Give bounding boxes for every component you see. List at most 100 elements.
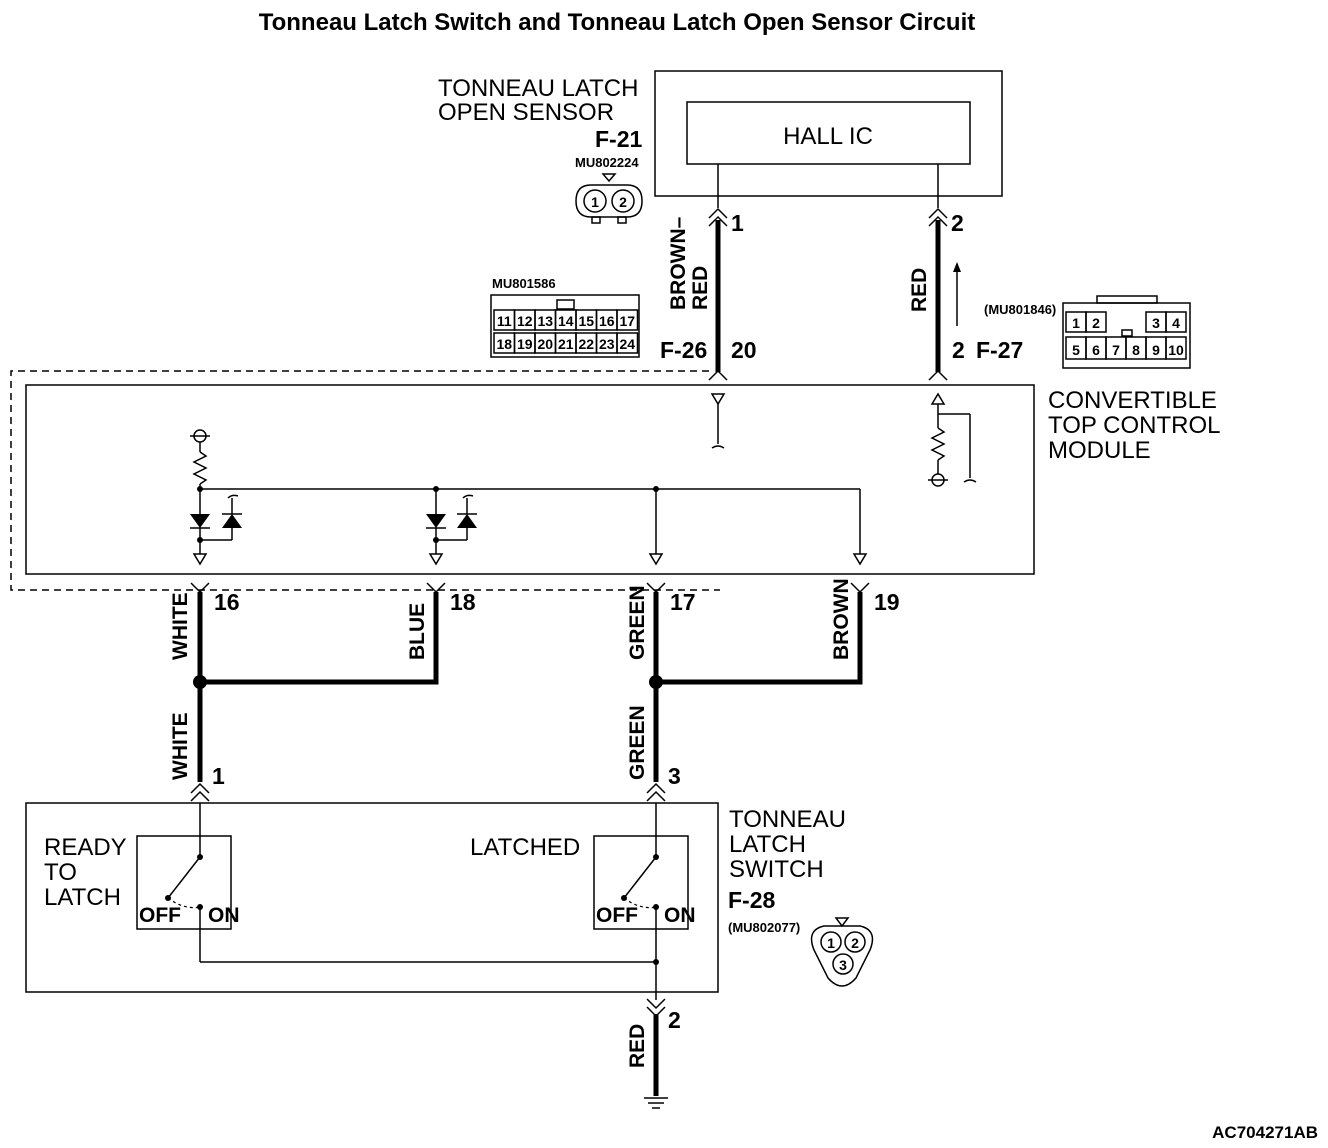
f27-pin-3: 3 [1152, 315, 1160, 331]
chevron-connector-icon [928, 207, 948, 227]
splice-point [649, 675, 663, 689]
module-pin-20: 20 [731, 337, 757, 363]
switch-name-line2: LATCH [729, 831, 806, 858]
switch-connector-id: F-28 [728, 887, 776, 913]
wire-label-red-bottom: RED [626, 1024, 649, 1068]
f26-pin-13: 13 [537, 313, 553, 329]
wire-label-green-b: GREEN [626, 705, 649, 780]
f26-pin-24: 24 [619, 336, 635, 352]
switch-plug-pin-2: 2 [851, 935, 859, 951]
figure-code: AC704271AB [1212, 1123, 1318, 1142]
f27-pin-1: 1 [1072, 315, 1080, 331]
connector-f26-part: MU801586 [492, 276, 556, 291]
switch-plug-pin-1: 1 [827, 935, 835, 951]
ready-label-line1: READY [44, 834, 127, 861]
resistor-icon [192, 451, 208, 485]
switch-pin-2: 2 [668, 1007, 681, 1033]
wire-label-red-top: RED [908, 268, 931, 312]
latched-label: LATCHED [470, 834, 580, 861]
module-box [25, 384, 1035, 575]
switch-b-off: OFF [596, 904, 638, 927]
module-pin-19: 19 [874, 589, 900, 615]
input-triangle-icon [648, 553, 664, 566]
f27-pin-10: 10 [1168, 342, 1184, 358]
switch-b-on: ON [664, 904, 696, 927]
f26-pin-24-cell [616, 332, 639, 354]
switch-a-off: OFF [139, 904, 181, 927]
f26-pin-21: 21 [558, 336, 574, 352]
chevron-connector-icon [646, 782, 666, 802]
sensor-pin-2: 2 [951, 210, 964, 236]
f27-pin-8: 8 [1132, 342, 1140, 358]
sensor-part-number: MU802224 [575, 155, 639, 170]
chevron-connector-icon [708, 207, 728, 227]
switch-plug-pin-3: 3 [839, 957, 847, 973]
switch-box [25, 802, 719, 993]
module-chevron-20 [708, 369, 728, 381]
latched-switch-icon: OFF ON [593, 803, 696, 1000]
hall-ic-box [686, 101, 971, 165]
switch-name-line1: TONNEAU [729, 806, 846, 833]
sensor-box [654, 70, 1003, 197]
switch-name-line3: SWITCH [729, 856, 824, 883]
module-dashed-outline [10, 370, 720, 591]
module-pin-17: 17 [670, 589, 696, 615]
switch-connector-icon: 1 2 3 [810, 917, 874, 987]
chevron-connector-icon [850, 582, 870, 594]
sensor-name-line1: TONNEAU LATCH [438, 75, 638, 102]
wire-label-white-b: WHITE [169, 712, 192, 780]
module-name-line3: MODULE [1048, 437, 1151, 464]
ready-to-latch-switch-icon: OFF ON [136, 803, 240, 962]
wire-label-brown: BROWN [830, 578, 853, 660]
f27-pin-2-cell [1085, 311, 1107, 333]
ready-label-line2: TO [44, 859, 77, 886]
f27-pin-9: 9 [1152, 342, 1160, 358]
f26-pin-17: 17 [619, 313, 635, 329]
module-pin-16: 16 [214, 589, 240, 615]
switch-pin-1: 1 [212, 763, 225, 789]
f26-pin-23: 23 [599, 336, 615, 352]
convertible-top-control-module: CONVERTIBLE TOP CONTROL MODULE [10, 370, 1220, 591]
module-chevron-2 [928, 369, 948, 381]
f26-pin-15: 15 [578, 313, 594, 329]
f26-pin-14: 14 [558, 313, 574, 329]
f26-pin-22: 22 [578, 336, 594, 352]
f27-pin-7: 7 [1112, 342, 1120, 358]
module-pin-2: 2 [952, 337, 965, 363]
connector-f26-label: F-26 [660, 337, 707, 363]
sensor-connector-icon: 1 2 [575, 173, 643, 224]
sensor-pin-1: 1 [731, 210, 744, 236]
sensor-wires: 1 BROWN– RED 2 RED 20 F-26 2 F-27 [660, 207, 1023, 381]
diode-pair-icon [426, 489, 477, 566]
module-name-line1: CONVERTIBLE [1048, 387, 1217, 414]
ground-icon [644, 1097, 668, 1109]
f26-pin-17-cell [616, 309, 639, 331]
f26-pin-18: 18 [496, 336, 512, 352]
diode-pair-icon [190, 494, 242, 566]
output-triangle-icon [930, 392, 946, 405]
tonneau-latch-open-sensor: HALL IC TONNEAU LATCH OPEN SENSOR F-21 M… [438, 70, 1003, 224]
module-name-line2: TOP CONTROL [1048, 412, 1220, 439]
wire-blue [200, 592, 439, 685]
chevron-connector-icon [190, 782, 210, 802]
diagram-title: Tonneau Latch Switch and Tonneau Latch O… [259, 9, 976, 36]
wire-label-green-a: GREEN [626, 585, 649, 660]
tonneau-latch-switch: TONNEAU LATCH SWITCH F-28 (MU802077) 1 2… [25, 802, 874, 1000]
module-pin-18: 18 [450, 589, 476, 615]
wire-label-white-a: WHITE [169, 592, 192, 660]
wire-label-blue: BLUE [406, 603, 429, 660]
lower-wiring: 16 18 17 19 WHITE BLUE GREEN BROWN WHITE… [169, 578, 900, 802]
wire-brown [656, 592, 863, 685]
f26-pin-19: 19 [517, 336, 533, 352]
f27-pin-4: 4 [1172, 315, 1180, 331]
f26-pin-16: 16 [599, 313, 615, 329]
f26-pin-12: 12 [517, 313, 533, 329]
sensor-connector-id: F-21 [595, 126, 643, 152]
switch-a-on: ON [208, 904, 240, 927]
connector-f27-part: (MU801846) [984, 302, 1056, 317]
f26-pin-11: 11 [497, 313, 512, 329]
f27-pin-5: 5 [1072, 342, 1080, 358]
input-triangle-icon [852, 553, 868, 566]
